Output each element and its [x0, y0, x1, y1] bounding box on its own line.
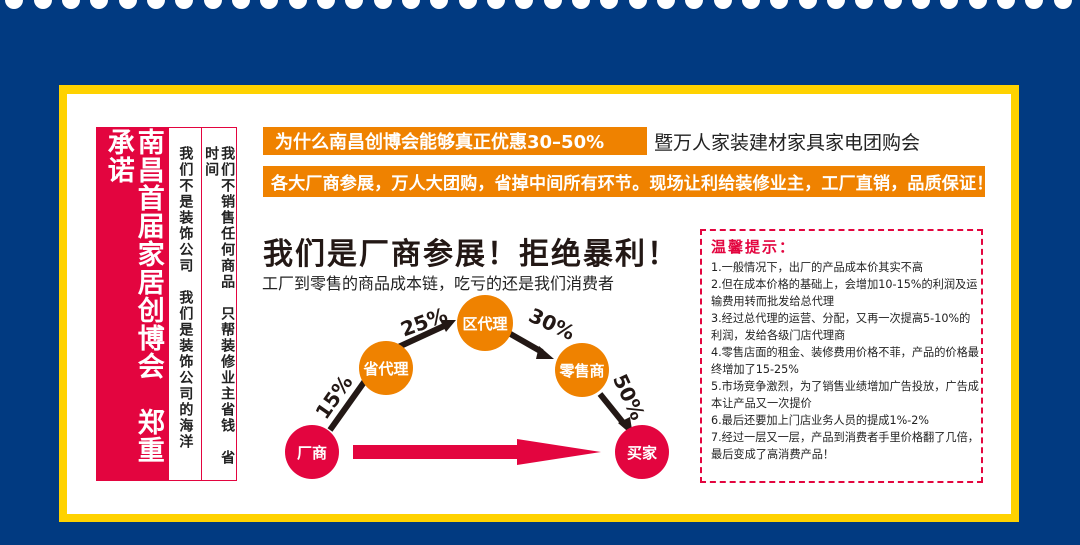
- tip-item: 7.经过一层又一层，产品到消费者手里价格翻了几倍，最后变成了高消费产品！: [711, 431, 979, 461]
- promise-column-2: 我们不销售任何商品 只帮装修业主省钱 省时间: [201, 128, 236, 480]
- node-buyer: 买家: [615, 425, 669, 479]
- event-subtitle: 暨万人家装建材家具家电团购会: [654, 132, 921, 154]
- node-retailer: 零售商: [555, 343, 609, 397]
- promise-text-1: 我们不是装饰公司 我们是装饰公司的海洋: [177, 146, 194, 450]
- cost-chain-caption: 工厂到零售的商品成本链，吃亏的还是我们消费者: [262, 274, 615, 293]
- node-provincial-agent: 省代理: [359, 341, 413, 395]
- direct-arrow: [353, 439, 601, 465]
- tip-item: 6.最后还要加上门店业务人员的提成1%-2%: [711, 414, 930, 427]
- tip-item: 2.但在成本价格的基础上，会增加10-15%的利润及运输费用转而批发给总代理: [711, 278, 978, 308]
- benefits-banner: 各大厂商参展，万人大团购，省掉中间所有环节。现场让利给装修业主，工厂直销，品质保…: [263, 166, 993, 197]
- question-banner: 为什么南昌创博会能够真正优惠30–50%: [263, 127, 647, 155]
- scalloped-top-edge: [5, 0, 1072, 9]
- promise-text-2: 我们不销售任何商品 只帮装修业主省钱 省时间: [203, 146, 236, 466]
- cost-chain-diagram: 厂商 省代理 区代理 零售商 买家 15% 25% 30% 50%: [260, 290, 690, 490]
- promise-panel: 南昌首届家居创博会 郑重承诺 我们不是装饰公司 我们是装饰公司的海洋 我们不销售…: [96, 127, 237, 481]
- node-manufacturer: 厂商: [285, 425, 339, 479]
- arrow-50: [597, 392, 628, 427]
- tips-title: 温馨提示：: [711, 238, 797, 256]
- slogan-heading: 我们是厂商参展！拒绝暴利！: [263, 237, 679, 272]
- promise-headline: 南昌首届家居创博会 郑重承诺: [102, 128, 164, 464]
- tip-item: 5.市场竞争激烈，为了销售业绩增加广告投放，广告成本让产品又一次提价: [711, 380, 979, 410]
- node-district-agent: 区代理: [457, 295, 513, 351]
- tips-box: 温馨提示： 1.一般情况下，出厂的产品成本价其实不高 2.但在成本价格的基础上，…: [700, 229, 983, 483]
- yellow-frame: [59, 85, 1019, 522]
- arrow-15: [327, 376, 370, 432]
- promise-column-1: 我们不是装饰公司 我们是装饰公司的海洋: [168, 128, 201, 480]
- tip-item: 1.一般情况下，出厂的产品成本价其实不高: [711, 261, 924, 274]
- tip-item: 3.经过总代理的运营、分配，又再一次提高5-10%的利润，发给各级门店代理商: [711, 312, 971, 342]
- arrow-25: [392, 323, 446, 352]
- promise-headline-block: 南昌首届家居创博会 郑重承诺: [97, 128, 169, 480]
- tip-item: 4.零售店面的租金、装修费用价格不菲，产品的价格最终增加了15-25%: [711, 346, 979, 376]
